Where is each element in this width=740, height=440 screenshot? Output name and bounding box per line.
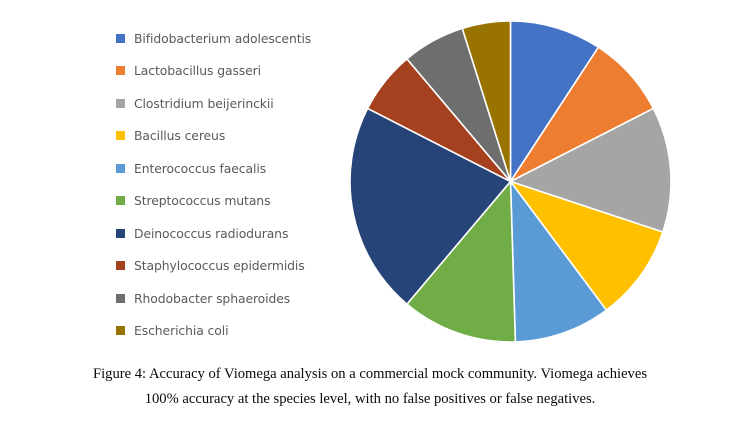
caption-line-1: Figure 4: Accuracy of Viomega analysis o… — [93, 366, 647, 382]
legend-item-label: Escherichia coli — [134, 323, 229, 339]
legend-item[interactable]: Enterococcus faecalis — [116, 152, 346, 185]
caption-line-2: 100% accuracy at the species level, with… — [144, 391, 596, 407]
legend-item-label: Enterococcus faecalis — [134, 160, 267, 176]
legend-item[interactable]: Rhodobacter sphaeroides — [116, 282, 346, 315]
legend-item-label: Rhodobacter sphaeroides — [134, 290, 291, 306]
legend-square-icon — [116, 66, 125, 76]
legend-square-icon — [116, 228, 125, 238]
legend-item-label: Bifidobacterium adolescentis — [134, 30, 312, 46]
legend-item-label: Deinococcus radiodurans — [134, 225, 289, 241]
legend-item[interactable]: Clostridium beijerinckii — [116, 87, 346, 120]
pie-slice[interactable] — [461, 20, 512, 182]
pie-slice[interactable] — [509, 178, 608, 343]
legend-item-label: Bacillus cereus — [134, 128, 226, 144]
pie-chart-svg — [349, 20, 672, 343]
pie-slice[interactable] — [405, 179, 517, 343]
legend-square-icon — [116, 261, 125, 271]
legend-item[interactable]: Streptococcus mutans — [116, 185, 346, 218]
top-divider — [0, 0, 740, 1]
legend-item-label: Staphylococcus epidermidis — [134, 258, 305, 274]
legend-item[interactable]: Bacillus cereus — [116, 120, 346, 153]
legend-square-icon — [116, 98, 125, 108]
legend-item[interactable]: Deinococcus radiodurans — [116, 217, 346, 250]
legend-item-label: Streptococcus mutans — [134, 193, 271, 209]
pie-slice[interactable] — [349, 107, 512, 306]
legend-item-label: Clostridium beijerinckii — [134, 95, 274, 111]
legend-item-label: Lactobacillus gasseri — [134, 63, 262, 79]
figure-caption: Figure 4: Accuracy of Viomega analysis o… — [0, 362, 740, 412]
pie-chart — [348, 19, 673, 344]
legend-item[interactable]: Bifidobacterium adolescentis — [116, 22, 346, 55]
legend-square-icon — [116, 196, 125, 206]
legend-square-icon — [116, 163, 125, 173]
pie-slice[interactable] — [509, 20, 600, 185]
legend-square-icon — [116, 131, 125, 141]
pie-slice[interactable] — [508, 107, 672, 234]
legend-square-icon — [116, 293, 125, 303]
legend-item[interactable]: Staphylococcus epidermidis — [116, 250, 346, 283]
legend-square-icon — [116, 326, 125, 336]
legend-square-icon — [116, 33, 125, 43]
legend-item[interactable]: Lactobacillus gasseri — [116, 55, 346, 88]
pie-slice[interactable] — [508, 179, 664, 312]
legend-item[interactable]: Escherichia coli — [116, 315, 346, 348]
